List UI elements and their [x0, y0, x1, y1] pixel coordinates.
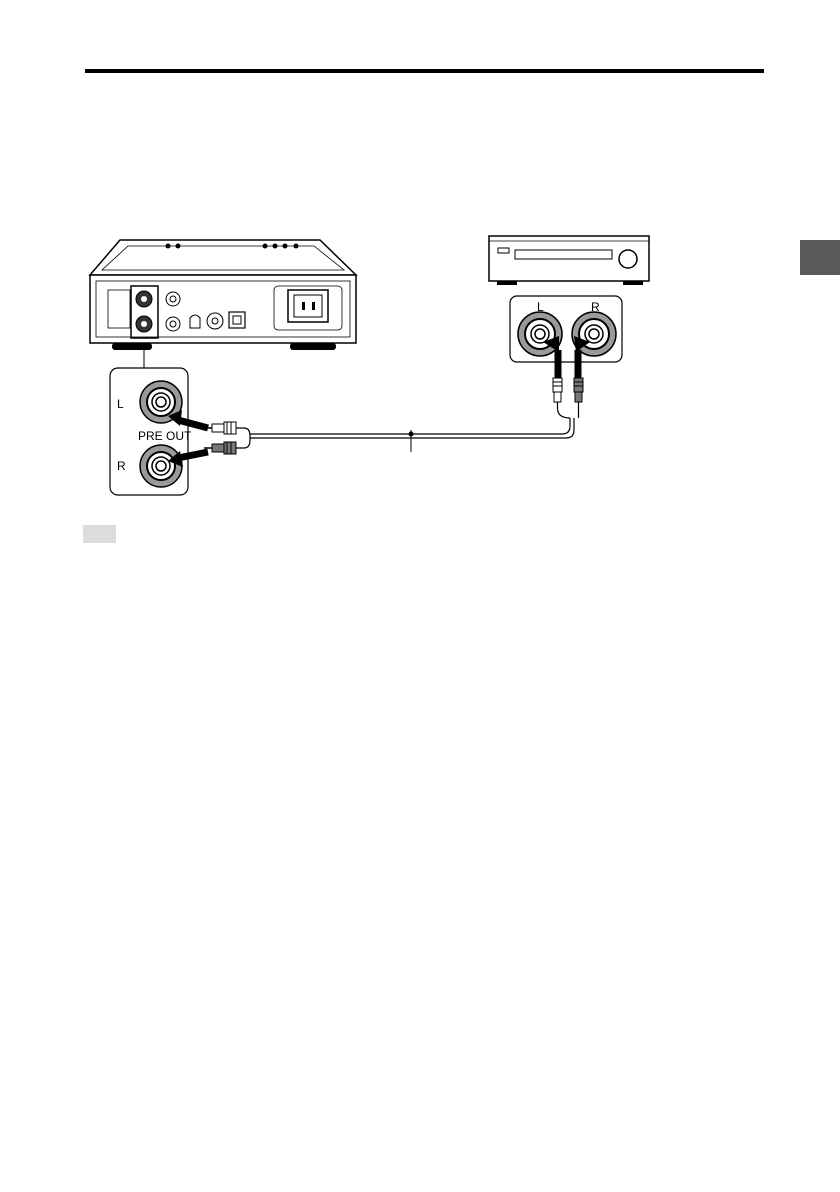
pre-out-jack-right: [140, 445, 182, 487]
jack-label-left: L: [117, 397, 124, 411]
jack-label-right: R: [117, 459, 126, 473]
jack-group-label: PRE OUT: [138, 429, 192, 443]
amplifier-front: [489, 236, 649, 285]
source-unit-rear: [90, 240, 356, 368]
rca-plugs-right: [553, 378, 583, 418]
audio-cable: [250, 418, 574, 452]
pre-out-jack-panel: L PRE OUT R: [110, 368, 192, 495]
amp-input-jack-panel: L R: [510, 296, 622, 362]
rca-plugs-left: [204, 422, 250, 454]
